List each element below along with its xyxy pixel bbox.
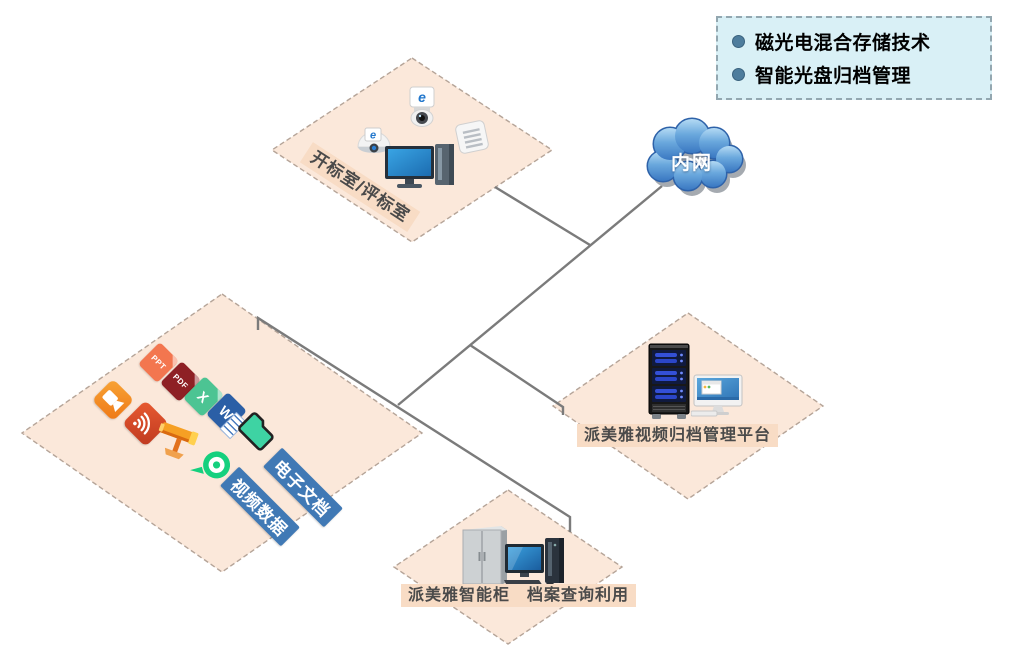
- camera-logo-glyph: e: [370, 130, 376, 142]
- speaker-icon: [453, 118, 491, 156]
- zone-sources-area: [20, 293, 424, 573]
- dome-camera-icon: e: [356, 125, 392, 155]
- connector-platform-branch: [469, 344, 565, 415]
- connector-cloud-backbone: [397, 185, 663, 406]
- server-rack-icon: [648, 343, 690, 421]
- smart-cabinet-label: 派美雅智能柜 档案查询利用: [401, 584, 637, 608]
- bullet-icon: [732, 68, 745, 81]
- platform-label: 派美雅视频归档管理平台: [577, 424, 779, 448]
- legend-label: 磁光电混合存储技术: [755, 33, 931, 54]
- video-pin-icon: [187, 441, 241, 495]
- excel-label: X: [194, 387, 213, 406]
- archive-cabinet-icon: [461, 524, 509, 586]
- desktop-computer-icon: [385, 140, 459, 190]
- intranet-cloud: 内网: [636, 112, 748, 198]
- pdf-label: PDF: [171, 372, 190, 391]
- ppt-label: PPT: [149, 353, 168, 372]
- legend-item-storage: 磁光电混合存储技术: [732, 28, 976, 55]
- connector-bid-room-branch: [494, 185, 591, 247]
- cloud-icon: [646, 117, 746, 196]
- legend-box: 磁光电混合存储技术 智能光盘归档管理: [716, 16, 992, 100]
- legend-item-disc: 智能光盘归档管理: [732, 61, 976, 88]
- imac-workstation-icon: [691, 374, 745, 418]
- video-file-icon: [91, 378, 135, 422]
- cloud-label: 内网: [670, 152, 713, 174]
- sound-broadcast-icon: [122, 400, 169, 447]
- camera-logo-glyph: e: [418, 89, 426, 105]
- bullet-icon: [732, 35, 745, 48]
- folder-icon: [233, 405, 284, 456]
- cctv-camera-icon: [150, 419, 206, 469]
- query-computer-icon: [503, 536, 571, 588]
- connector-sources-to-cabinet: [256, 315, 572, 532]
- ptz-camera-icon: e: [405, 86, 439, 128]
- legend-label: 智能光盘归档管理: [755, 66, 912, 87]
